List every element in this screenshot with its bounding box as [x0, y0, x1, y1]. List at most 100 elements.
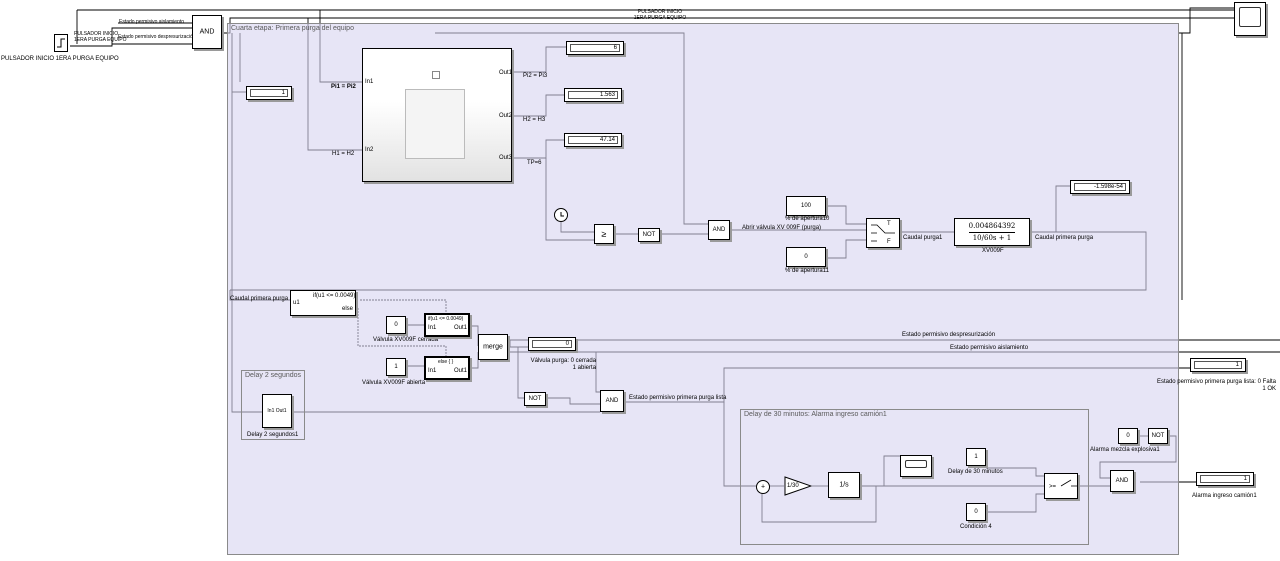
- delay30-label: Delay de 30 minutos: [948, 469, 1003, 475]
- valvula-cerrada-label: Válvula XV009F cerrada: [373, 337, 439, 343]
- switch-icon: [1060, 479, 1077, 487]
- sum-block[interactable]: +: [756, 480, 770, 494]
- delay-2-block[interactable]: In1 Out1: [262, 394, 292, 428]
- and-block-2[interactable]: AND: [600, 390, 624, 412]
- if-else: else: [342, 306, 354, 312]
- subsystem-icon: [432, 71, 440, 79]
- label-h1-h2: H1 = H2: [332, 151, 355, 157]
- const-0-cond4[interactable]: 0: [966, 503, 986, 521]
- if-u1: u1: [293, 300, 300, 306]
- action2-out1: Out1: [454, 368, 468, 374]
- transfer-fcn-block[interactable]: 0.004864392 10/60s + 1: [954, 218, 1030, 246]
- clock-icon[interactable]: [554, 208, 568, 222]
- if-action-block-1[interactable]: if(u1 <= 0.0049) In1 Out1: [424, 313, 470, 337]
- gain-triangle-icon: [784, 476, 813, 496]
- apertura11-label: % de apertura11: [785, 268, 829, 274]
- display-h3: 1.563: [564, 88, 622, 102]
- port-in1: In1: [365, 79, 374, 85]
- display-lista: 1: [1190, 358, 1246, 372]
- estado-despresurizacion-label: Estado permisivo despresurización: [902, 332, 996, 338]
- port-out3: Out3: [499, 155, 513, 161]
- tf-denominator: 10/60s + 1: [972, 234, 1012, 242]
- const-0-block[interactable]: 0: [786, 247, 826, 267]
- alarm-label: Alarma ingreso camión1: [1192, 493, 1257, 499]
- gain-block[interactable]: 1/30: [784, 476, 813, 496]
- integrator-block[interactable]: 1/s: [828, 472, 860, 498]
- delay-2-subsystem[interactable]: Delay 2 segundos: [241, 370, 305, 440]
- label-pi2-pi3: Pi2 = Pi3: [523, 73, 548, 79]
- caudal-purga1-label: Caudal purga1: [903, 235, 943, 241]
- port-out2: Out2: [499, 113, 513, 119]
- label-h2-h3: H2 = H3: [523, 117, 546, 123]
- caudal-primera-purga-label: Caudal primera purga: [1035, 235, 1094, 241]
- const-value: 100: [800, 203, 811, 209]
- const-value: 0: [974, 509, 978, 515]
- display-tp: 47.14: [564, 133, 622, 147]
- estado-lista-label: Estado permisivo primera purga lista: [629, 395, 727, 401]
- const-1-delay30[interactable]: 1: [966, 448, 986, 466]
- not-label: NOT: [528, 396, 542, 402]
- not-label: NOT: [1151, 433, 1165, 439]
- purga-subsystem-block[interactable]: In1 In2 Out1 Out2 Out3: [362, 48, 512, 182]
- delay2-ports: In1 Out1: [267, 408, 287, 414]
- display-valvula: 0: [528, 337, 576, 351]
- and-label: AND: [199, 28, 215, 36]
- const-value: 0: [394, 322, 398, 328]
- display-alarm: 1: [1196, 472, 1254, 486]
- action1-out1: Out1: [454, 325, 468, 331]
- ge-label: ≥: [601, 229, 607, 239]
- merge-label: merge: [483, 343, 503, 351]
- and-block-alarm[interactable]: AND: [1110, 470, 1134, 492]
- delay-30-subsystem[interactable]: Delay de 30 minutos: Alarma ingreso cami…: [740, 409, 1089, 545]
- pulsador-port-label: PULSADOR INICIO 1ERA PURGA EQUIPO: [74, 31, 127, 43]
- sum-icon: +: [760, 483, 766, 491]
- tf-numerator: 0.004864392: [968, 222, 1016, 230]
- switch-delay30[interactable]: >=: [1044, 473, 1078, 499]
- delay30-title: Delay de 30 minutos: Alarma ingreso cami…: [744, 411, 887, 418]
- cuarta-etapa-title: Cuarta etapa: Primera purga del equipo: [231, 25, 354, 32]
- lista-label: Estado permisivo primera purga lista: 0 …: [1156, 379, 1276, 392]
- subsystem-preview: [405, 89, 465, 159]
- const-value: 0: [1126, 433, 1130, 439]
- const-100-block[interactable]: 100: [786, 196, 826, 216]
- integrator-label: 1/s: [839, 481, 849, 489]
- const-1-valve[interactable]: 1: [386, 358, 406, 376]
- label-pi1-pi2: Pi1 = Pi2: [331, 84, 356, 90]
- ge-block[interactable]: ≥: [594, 224, 614, 244]
- if-block[interactable]: if(u1 <= 0.0049) else u1: [290, 290, 356, 316]
- delay-2-name: Delay 2 segundos1: [247, 432, 299, 438]
- merge-block[interactable]: merge: [478, 334, 508, 360]
- not-block-alarm[interactable]: NOT: [1148, 428, 1168, 444]
- tf-divider: [969, 232, 1015, 233]
- delay2-title: Delay 2 segundos: [245, 372, 302, 379]
- switch-label: >=: [1049, 484, 1057, 490]
- pulsador-step-block[interactable]: [54, 34, 68, 52]
- and-block-1[interactable]: AND: [708, 220, 730, 240]
- not-block-2[interactable]: NOT: [524, 392, 546, 406]
- switch-block[interactable]: T F: [866, 218, 900, 248]
- tf-name-label: XV009F: [982, 248, 1004, 254]
- display-1: 1: [246, 86, 292, 100]
- sig-despresurizacion-label: Estado permisivo despresurización: [118, 34, 196, 40]
- switch-f: F: [887, 239, 891, 245]
- const-0-valve[interactable]: 0: [386, 316, 406, 334]
- const-0-alarm[interactable]: 0: [1118, 428, 1138, 444]
- apertura10-label: % de apertura10: [785, 216, 830, 222]
- and-block-top[interactable]: AND: [192, 15, 222, 49]
- top-signal-label: PULSADOR INICIO 1ERA PURGA EQUIPO: [633, 9, 687, 21]
- not-block-1[interactable]: NOT: [638, 228, 660, 242]
- if-input-label: Caudal primera purga: [230, 296, 289, 302]
- estado-aislamiento-label: Estado permisivo aislamiento: [950, 345, 1029, 351]
- const-value: 0: [804, 254, 808, 260]
- and-label: AND: [1115, 478, 1129, 484]
- step-icon: [57, 38, 65, 48]
- const-value: 1: [974, 454, 978, 460]
- if-action-block-2[interactable]: else { } In1 Out1: [424, 356, 470, 380]
- display-pi3: 6: [566, 41, 624, 55]
- action2-in1: In1: [428, 368, 437, 374]
- scope-top-right[interactable]: [1234, 2, 1266, 36]
- action1-in1: In1: [428, 325, 437, 331]
- scope-delay30-visible-final[interactable]: [900, 455, 932, 477]
- action2-title: else { }: [438, 359, 454, 365]
- port-out1: Out1: [499, 70, 513, 76]
